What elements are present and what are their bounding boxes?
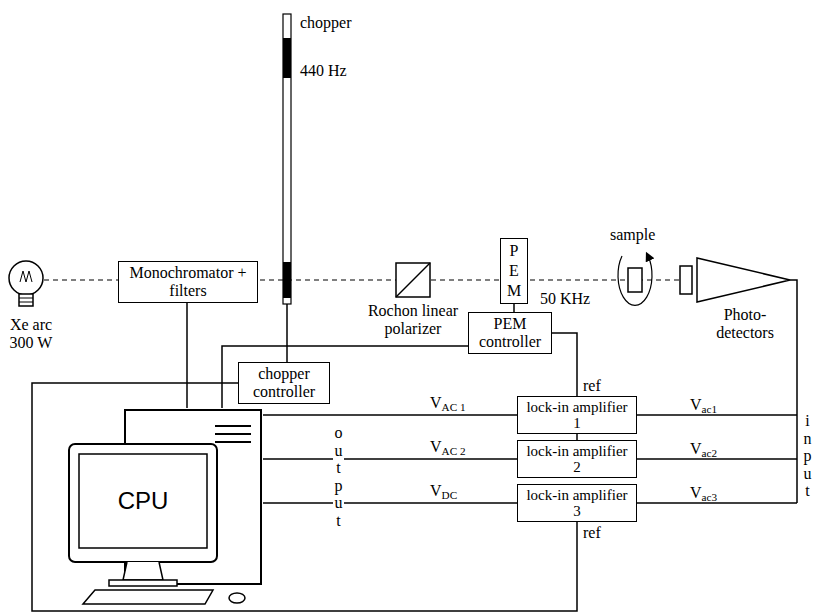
lamp-bulb (9, 261, 43, 295)
lamp-thread (19, 298, 33, 299)
pem-box: P E M (500, 238, 528, 304)
frequency-label: 440 Hz (300, 62, 347, 80)
signal-cable (513, 304, 515, 312)
chopper-blade (283, 14, 291, 304)
lamp-filament (20, 271, 32, 282)
signal-cable (552, 333, 577, 396)
signal-name: Vac3 (690, 484, 717, 502)
polarizer-interface (396, 263, 430, 297)
part-label: chopper (300, 14, 352, 32)
box-label: Monochromator + filters (122, 264, 254, 300)
computer-monitor (69, 444, 217, 562)
signal-cable (263, 502, 517, 504)
box-label: chopper controller (242, 365, 326, 401)
controller-box: PEM controller (468, 312, 552, 354)
monitor-base (109, 580, 177, 586)
signal-symbol: V (430, 438, 442, 455)
cpu-label: CPU (79, 454, 207, 548)
detector-amplifier (697, 258, 790, 302)
keyboard (83, 590, 213, 604)
signal-name: Vac1 (690, 396, 717, 414)
part-label: sample (610, 226, 655, 244)
polarizer (396, 263, 430, 297)
detector-window (680, 266, 692, 294)
signal-subscript: ac1 (702, 403, 718, 415)
signal-cable (263, 414, 517, 416)
mouse (229, 593, 245, 603)
lockin-box: lock-in amplifier 1 (517, 396, 637, 434)
part-label: Photo- detectors (704, 306, 786, 342)
polarizer-body (396, 263, 430, 297)
signal-subscript: ac2 (702, 447, 718, 459)
rotation-arrow (618, 256, 652, 305)
signal-subscript: AC 2 (442, 445, 466, 457)
signal-cable (186, 303, 188, 408)
sample-holder (618, 256, 652, 305)
box-label: lock-in amplifier 2 (521, 443, 633, 475)
lamp-thread (19, 302, 33, 303)
tower-vent (215, 425, 251, 427)
signal-symbol: V (430, 394, 442, 411)
signal-cable (263, 458, 517, 460)
box-label: lock-in amplifier 1 (521, 399, 633, 431)
sample-body (628, 268, 642, 292)
signal-name: VAC 2 (430, 438, 466, 456)
signal-subscript: ac3 (702, 491, 718, 503)
input-label: input (802, 412, 813, 500)
chopper-segment (283, 262, 291, 298)
monochromator-box: Monochromator + filters (118, 261, 258, 303)
chopper-wire (286, 304, 288, 362)
tower-vent (215, 433, 251, 435)
box-label: lock-in amplifier 3 (521, 487, 633, 519)
tower-vent (215, 441, 251, 443)
computer: CPU (65, 408, 263, 608)
signal-cable (32, 383, 577, 611)
chopper-segment (283, 38, 291, 78)
lockin-box: lock-in amplifier 2 (517, 440, 637, 478)
signal-symbol: V (690, 396, 702, 413)
box-label: P E M (504, 241, 524, 301)
signal-name: Vac2 (690, 440, 717, 458)
xe-lamp (9, 261, 43, 306)
lockin-box: lock-in amplifier 3 (517, 484, 637, 522)
signal-symbol: V (430, 482, 442, 499)
signal-name: VAC 1 (430, 394, 466, 412)
signal-symbol: V (690, 484, 702, 501)
box-label: PEM controller (472, 315, 548, 351)
monitor-screen (79, 454, 207, 548)
ref-label: ref (583, 377, 601, 395)
photodetector (680, 258, 790, 302)
frequency-label: 50 KHz (540, 290, 590, 308)
controller-box: chopper controller (238, 362, 330, 404)
signal-wire (790, 280, 797, 503)
signal-name: VDC (430, 482, 457, 500)
part-label: Rochon linear polarizer (363, 302, 463, 338)
signal-subscript: AC 1 (442, 401, 466, 413)
ref-label: ref (583, 524, 601, 542)
chopper-wheel (283, 14, 291, 304)
lamp-label: Xe arc 300 W (2, 316, 60, 352)
signal-symbol: V (690, 440, 702, 457)
lamp-base (19, 294, 33, 306)
signal-subscript: DC (442, 489, 458, 501)
monitor-stand (123, 562, 163, 580)
output-label: output (333, 424, 344, 530)
